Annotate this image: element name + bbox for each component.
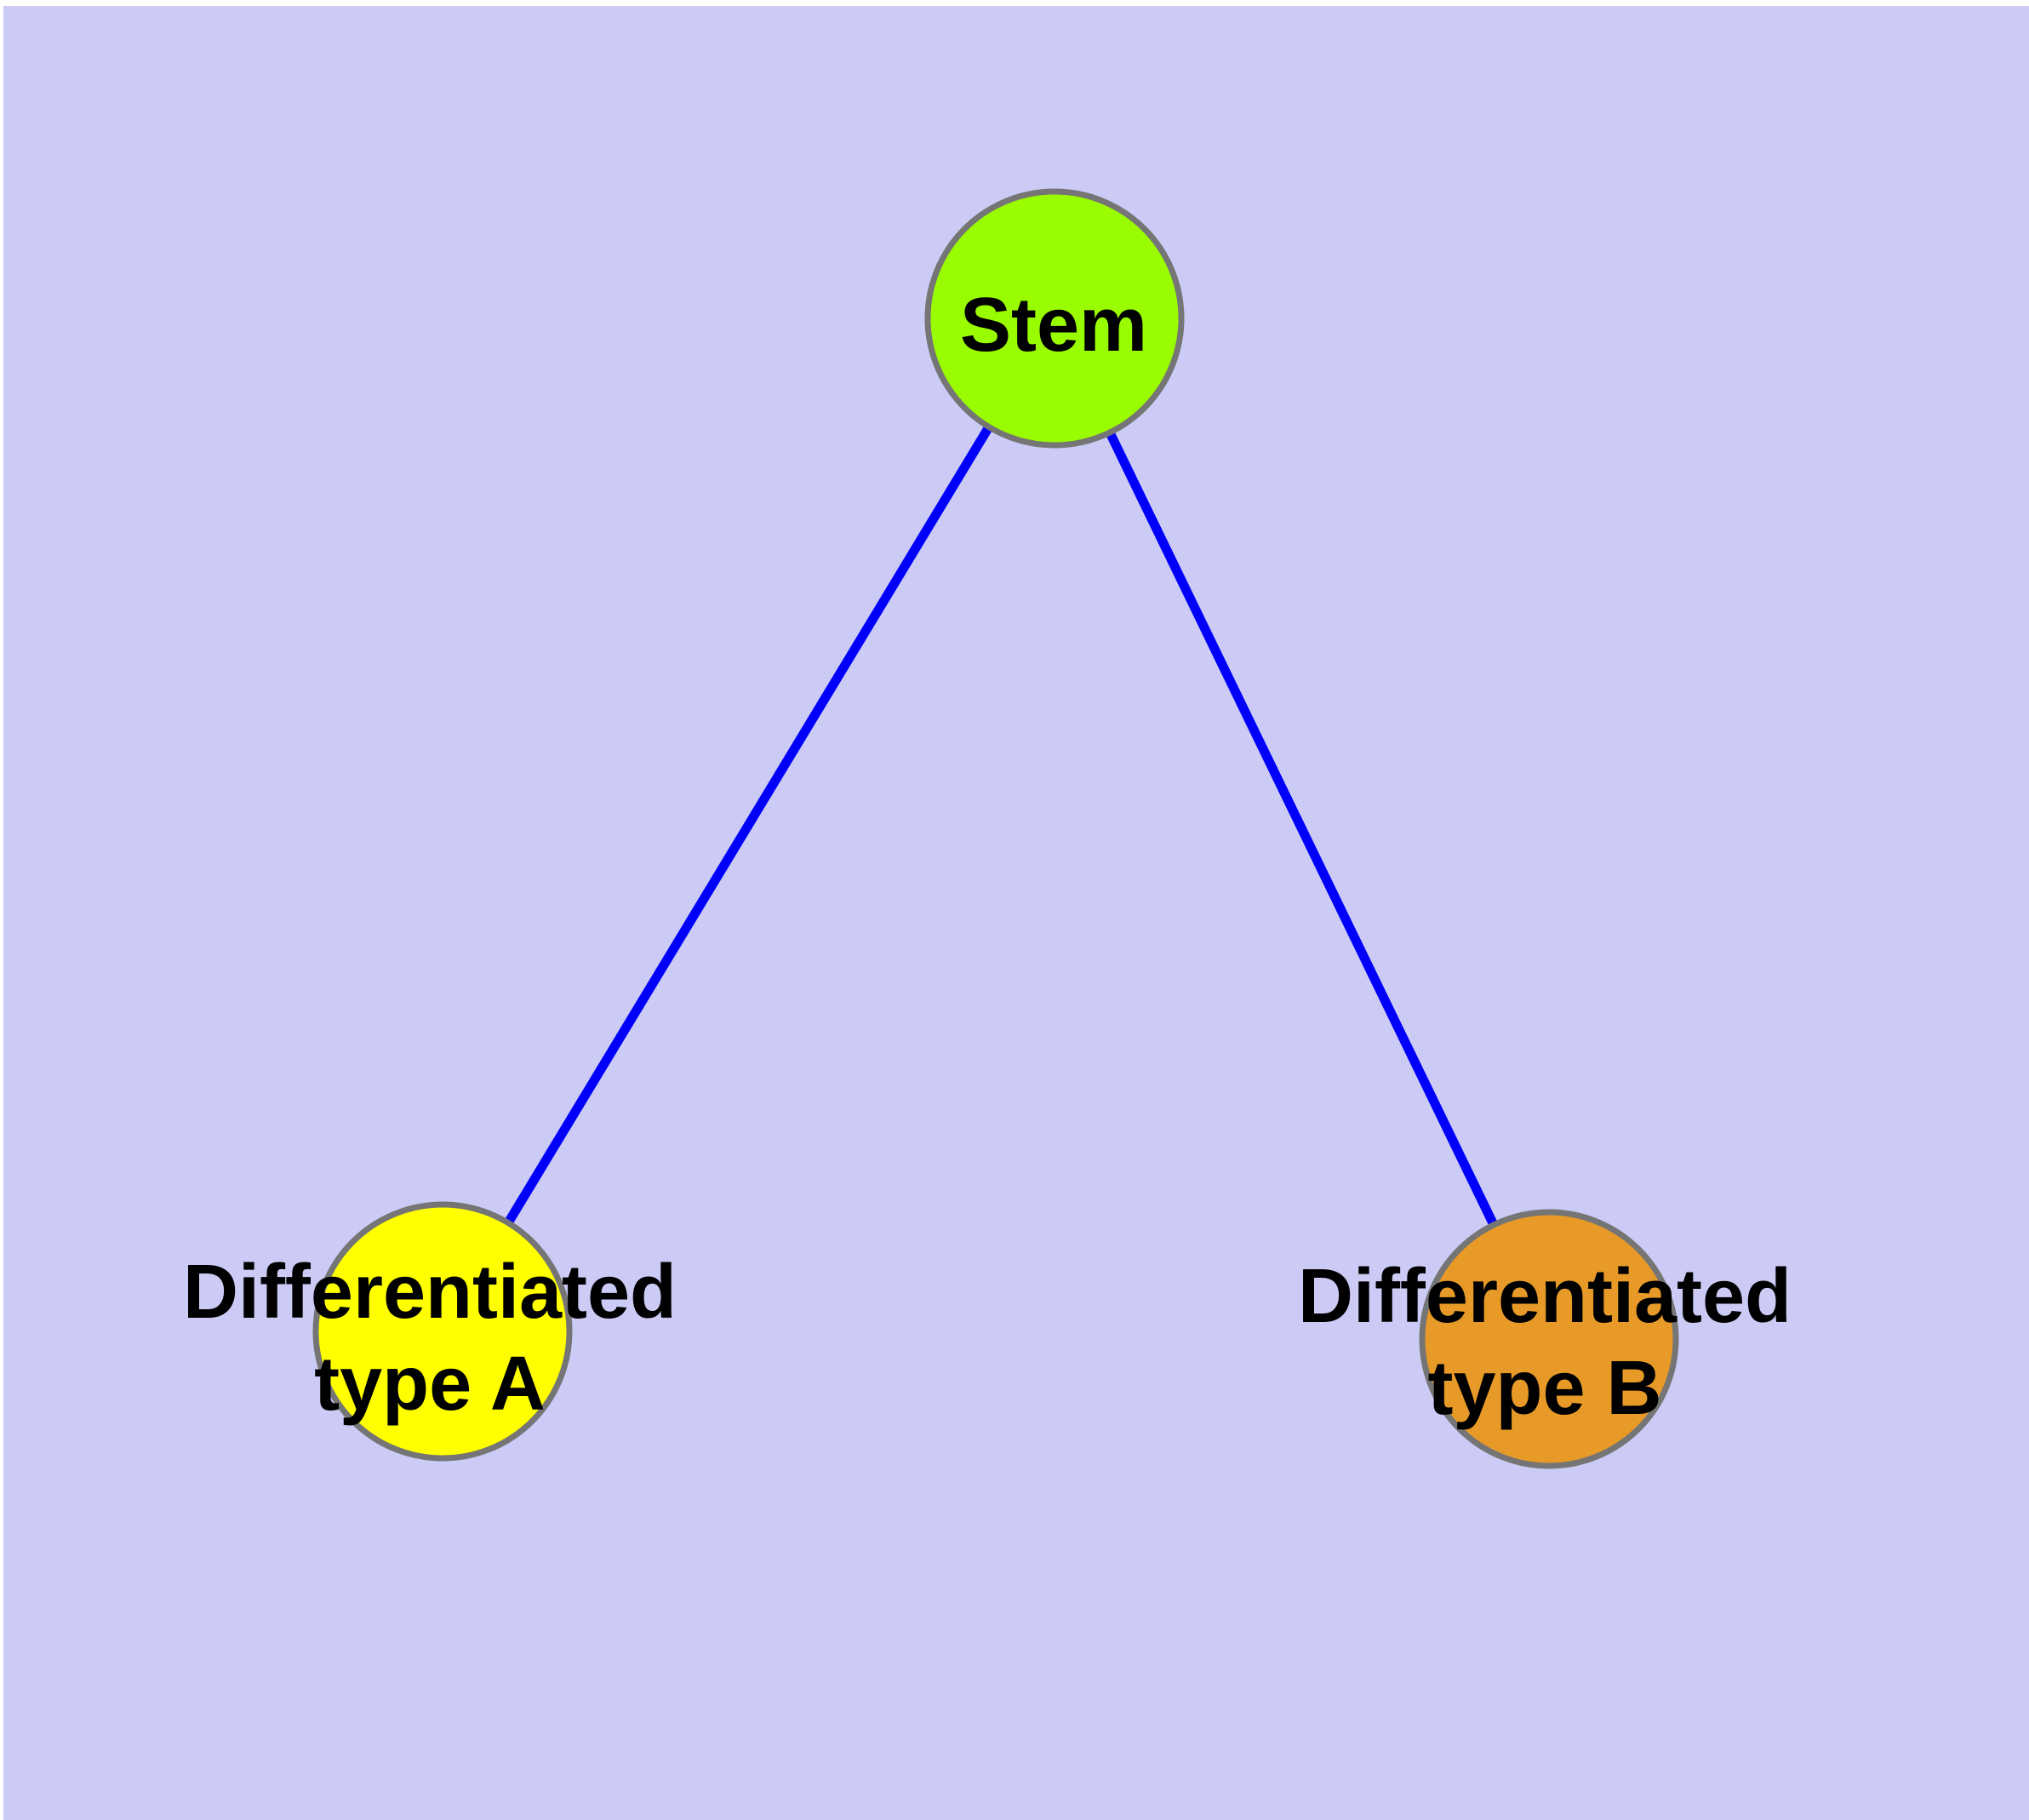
node-differentiated-type-a-label-line2: type A — [314, 1342, 546, 1427]
node-differentiated-type-b[interactable]: Differentiated type B — [1298, 1209, 1792, 1469]
node-differentiated-type-a-circle — [312, 1201, 573, 1462]
node-differentiated-type-a[interactable]: Differentiated type A — [183, 1201, 677, 1462]
edge-stem-to-type-b — [1050, 316, 1553, 1342]
node-stem[interactable]: Stem — [924, 188, 1185, 449]
node-differentiated-type-a-label-line1: Differentiated — [183, 1250, 677, 1335]
node-differentiated-type-b-label-line2: type B — [1427, 1346, 1661, 1431]
node-stem-label: Stem — [960, 283, 1147, 368]
node-differentiated-type-b-label-line1: Differentiated — [1298, 1254, 1792, 1339]
edge-stem-to-type-a — [438, 316, 1059, 1334]
node-stem-circle — [924, 188, 1185, 449]
node-differentiated-type-b-circle — [1419, 1209, 1679, 1469]
